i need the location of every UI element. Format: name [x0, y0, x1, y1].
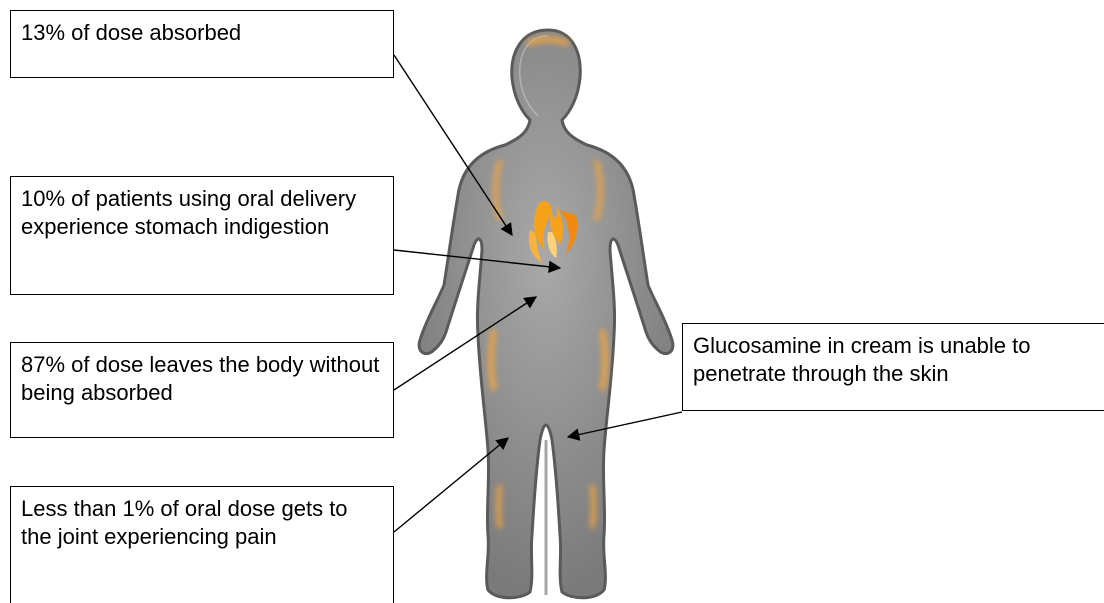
pointer-absorbed	[394, 55, 512, 235]
callout-dose-leaves-body: 87% of dose leaves the body without bein…	[10, 342, 394, 438]
callout-dose-absorbed: 13% of dose absorbed	[10, 10, 394, 78]
callout-joint-dose: Less than 1% of oral dose gets to the jo…	[10, 486, 394, 603]
callout-joint-dose-text: Less than 1% of oral dose gets to the jo…	[21, 496, 348, 549]
callout-dose-leaves-body-text: 87% of dose leaves the body without bein…	[21, 352, 379, 405]
callout-cream-penetration-text: Glucosamine in cream is unable to penetr…	[693, 333, 1031, 386]
callout-dose-absorbed-text: 13% of dose absorbed	[21, 20, 241, 45]
body-silhouette	[419, 30, 673, 598]
callout-cream-penetration: Glucosamine in cream is unable to penetr…	[682, 323, 1104, 411]
callout-stomach-indigestion: 10% of patients using oral delivery expe…	[10, 176, 394, 295]
callout-stomach-indigestion-text: 10% of patients using oral delivery expe…	[21, 186, 356, 239]
